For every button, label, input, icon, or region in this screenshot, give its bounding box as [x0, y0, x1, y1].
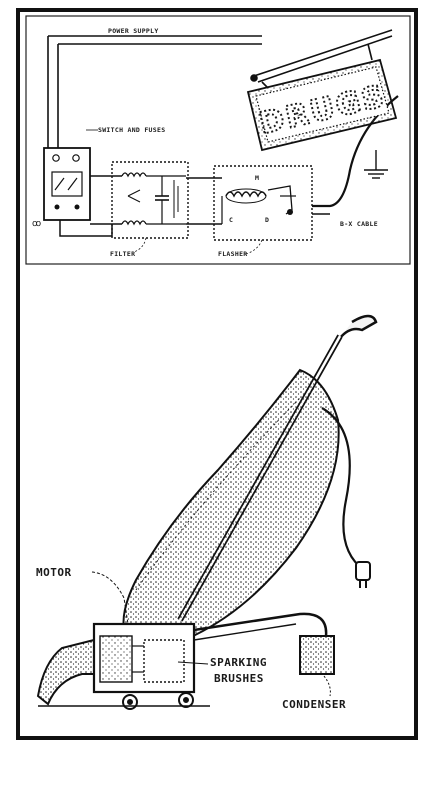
- margin-mark: ꝏ: [32, 219, 41, 229]
- vacuum-labels: MOTOR SPARKING BRUSHES CONDENSER: [36, 566, 346, 711]
- sign-bracket: [250, 29, 393, 89]
- power-supply-lines: [47, 35, 262, 148]
- condenser-box: [299, 635, 335, 675]
- outer-frame: [16, 8, 418, 740]
- vacuum-cleaner: [36, 314, 378, 710]
- flasher-part-m: M: [255, 174, 259, 182]
- condenser-leader-line: [323, 675, 331, 697]
- sparking-brushes-label-line2: BRUSHES: [214, 672, 264, 685]
- power-supply-label: POWER SUPPLY: [108, 27, 159, 35]
- sparking-brushes-label-line1: SPARKING: [210, 656, 267, 669]
- vacuum-handle-grip: [339, 314, 378, 339]
- top-panel-frame: [25, 15, 411, 265]
- wheels: [122, 692, 194, 710]
- plug: [355, 561, 371, 588]
- wiring-diagram: POWER SUPPLY SWITCH AND FUSES: [32, 27, 399, 258]
- bx-cable-label: B-X CABLE: [340, 220, 378, 228]
- switch-and-fuses-box: [43, 147, 91, 221]
- brushes-leader-line: [177, 661, 209, 665]
- flasher-part-c: C: [229, 216, 233, 224]
- motor-label: MOTOR: [36, 566, 72, 579]
- power-cord: [321, 407, 365, 571]
- dust-bag: [122, 368, 340, 646]
- ground-symbol: [364, 150, 388, 179]
- motor-leader-line: [91, 571, 129, 625]
- flasher-leader-line: [245, 239, 263, 255]
- filter-box: [111, 161, 189, 239]
- connecting-wires: [59, 175, 222, 237]
- vacuum-nozzle: [36, 639, 95, 706]
- switch-and-fuses-label: SWITCH AND FUSES: [98, 126, 165, 134]
- flasher-label: FLASHER: [218, 250, 248, 258]
- condenser-label: CONDENSER: [282, 698, 346, 711]
- flasher-part-d: D: [265, 216, 269, 224]
- filter-label: FILTER: [110, 250, 135, 258]
- filter-leader-line: [133, 237, 147, 253]
- flasher-box: [213, 165, 313, 241]
- motor-housing: [92, 622, 196, 694]
- condenser-leads: [193, 612, 328, 637]
- neon-sign: DRUGS: [246, 58, 398, 152]
